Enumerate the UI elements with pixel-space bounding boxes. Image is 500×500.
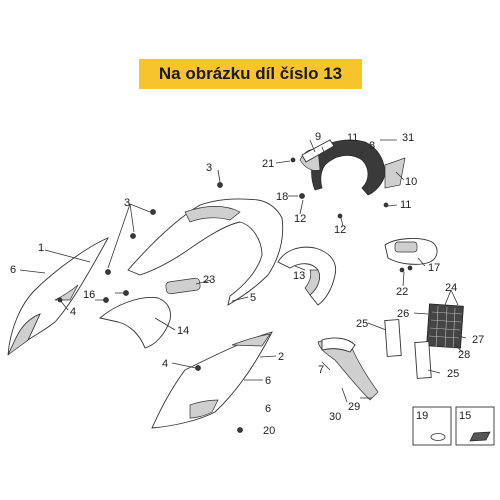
callout-8: 8 — [369, 140, 375, 152]
part-23-pad[interactable] — [165, 277, 201, 295]
callout-12-mid: 12 — [334, 224, 346, 236]
grab-rail-assembly[interactable] — [299, 139, 406, 196]
part-number-banner: Na obrázku díl číslo 13 — [139, 59, 362, 89]
callout-15: 15 — [459, 410, 471, 422]
rear-mudguard[interactable] — [277, 246, 337, 306]
screws — [57, 157, 413, 433]
callout-10: 10 — [405, 176, 417, 188]
callout-25-bottom: 25 — [447, 368, 459, 380]
callout-26: 26 — [397, 308, 409, 320]
rear-tail-section[interactable] — [127, 198, 284, 306]
callout-22: 22 — [396, 286, 408, 298]
callout-3-left: 3 — [124, 197, 130, 209]
callout-3-top: 3 — [206, 162, 212, 174]
detail-box-19[interactable] — [412, 406, 452, 446]
callout-4-right: 4 — [162, 358, 168, 370]
part-14-tray[interactable] — [99, 297, 171, 349]
callout-13: 13 — [293, 270, 305, 282]
callout-20: 20 — [263, 425, 275, 437]
callout-25-top: 25 — [356, 318, 368, 330]
callout-31: 31 — [402, 132, 414, 144]
part-25-plates[interactable] — [384, 319, 432, 379]
callout-24: 24 — [445, 282, 457, 294]
detail-box-15[interactable] — [455, 406, 495, 446]
banner-text: Na obrázku díl číslo 13 — [158, 64, 343, 83]
callout-11-right: 11 — [400, 199, 411, 211]
reflector-grid[interactable] — [426, 303, 464, 351]
callout-12-left: 12 — [294, 213, 306, 225]
callout-14: 14 — [177, 325, 189, 337]
callout-16: 16 — [83, 289, 95, 301]
callout-30: 30 — [329, 411, 341, 423]
callout-29: 29 — [348, 401, 360, 413]
callout-7: 7 — [318, 364, 324, 376]
left-side-panel[interactable] — [7, 237, 109, 356]
callout-11-top: 11 — [347, 132, 358, 144]
callout-6-bottom: 6 — [265, 403, 271, 415]
callout-19: 19 — [416, 410, 428, 422]
callout-5: 5 — [250, 292, 256, 304]
leader-lines — [19, 139, 467, 403]
callout-18: 18 — [276, 191, 288, 203]
callout-4-left: 4 — [70, 306, 76, 318]
callout-6-mid: 6 — [265, 375, 271, 387]
callout-9: 9 — [315, 131, 321, 143]
callout-2: 2 — [278, 351, 284, 363]
callout-1: 1 — [38, 242, 44, 254]
callout-28: 28 — [458, 349, 470, 361]
callout-27: 27 — [472, 334, 484, 346]
callout-23: 23 — [203, 274, 215, 286]
callout-21: 21 — [262, 158, 274, 170]
right-side-panel[interactable] — [151, 331, 273, 429]
callout-6-left: 6 — [10, 264, 16, 276]
part-17-bracket[interactable] — [384, 238, 438, 265]
license-plate-holder[interactable] — [317, 337, 379, 401]
callout-labels: 1 2 3 3 4 4 5 6 6 6 7 8 9 10 11 11 12 12… — [10, 131, 484, 437]
callout-17: 17 — [428, 262, 440, 274]
